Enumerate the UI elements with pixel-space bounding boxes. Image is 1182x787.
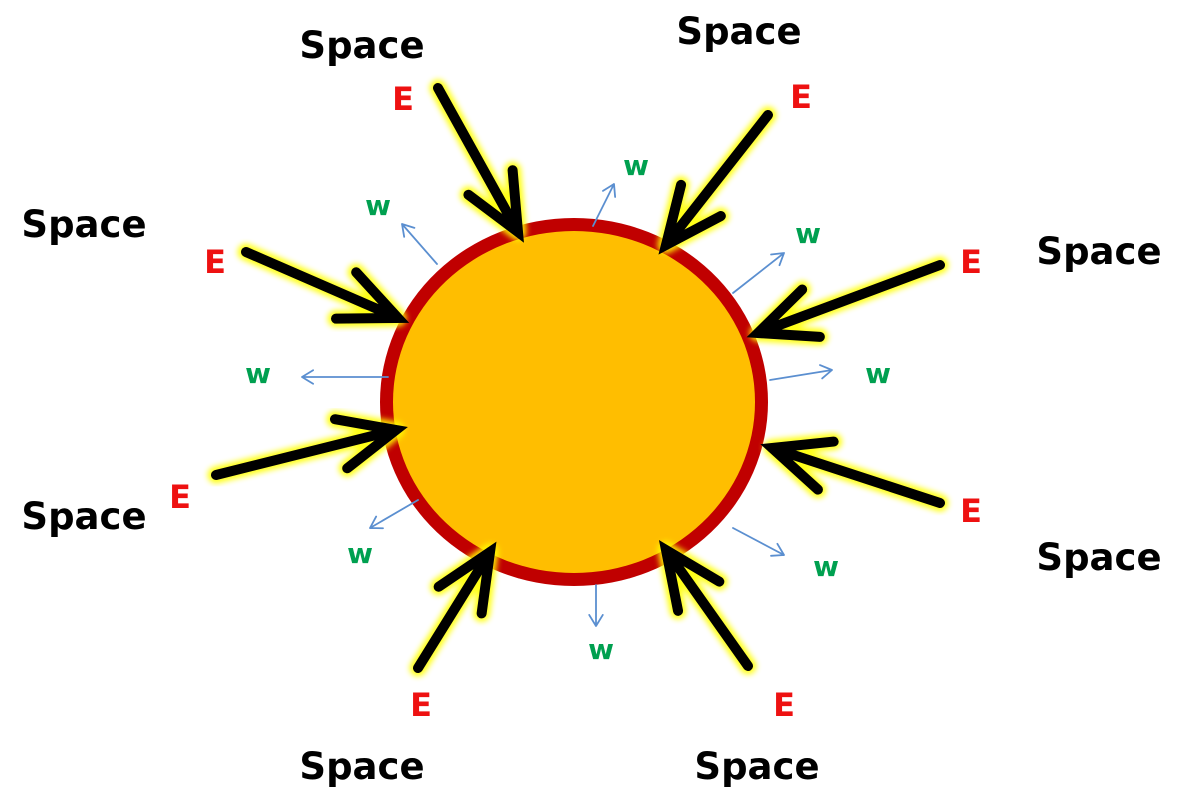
inward-arrow xyxy=(666,550,748,666)
outward-arrow xyxy=(302,370,388,384)
e-label: E xyxy=(960,492,982,530)
inward-arrow xyxy=(758,265,940,337)
arrow-shaft xyxy=(733,253,784,293)
e-label: E xyxy=(392,80,414,118)
arrow-shaft xyxy=(593,184,615,226)
arrow-shaft xyxy=(302,370,388,384)
w-label: w xyxy=(347,537,373,570)
outward-arrow xyxy=(733,528,784,556)
e-label: E xyxy=(169,478,191,516)
arrow-shaft xyxy=(402,224,437,264)
inward-arrow xyxy=(438,88,518,232)
space-label: Space xyxy=(694,745,819,787)
space-label: Space xyxy=(676,10,801,53)
inward-arrow xyxy=(216,419,396,475)
space-label: Space xyxy=(1036,230,1161,273)
w-label: w xyxy=(795,217,821,250)
w-label: w xyxy=(623,149,649,182)
arrow-shaft xyxy=(733,528,784,556)
outward-arrow xyxy=(402,224,437,264)
e-label: E xyxy=(960,243,982,281)
arrow-shaft xyxy=(370,500,418,528)
e-label: E xyxy=(410,686,432,724)
space-label: Space xyxy=(1036,536,1161,579)
w-label: w xyxy=(245,357,271,390)
space-label: Space xyxy=(299,24,424,67)
space-label: Space xyxy=(299,745,424,787)
inward-arrow xyxy=(246,252,398,319)
sphere xyxy=(380,218,768,586)
w-label: w xyxy=(813,550,839,583)
arrow-shaft xyxy=(758,265,940,337)
outward-arrow xyxy=(733,253,784,293)
arrow-shaft xyxy=(589,585,603,626)
w-label: w xyxy=(588,633,614,666)
e-label: E xyxy=(790,78,812,116)
outward-arrow xyxy=(770,365,832,380)
sphere-body xyxy=(393,231,755,573)
space-label: Space xyxy=(21,495,146,538)
e-label: E xyxy=(204,243,226,281)
inward-arrow xyxy=(418,552,490,668)
outward-arrow xyxy=(593,184,615,226)
outward-arrow xyxy=(370,500,418,528)
space-label: Space xyxy=(21,203,146,246)
arrow-shaft xyxy=(770,365,832,380)
inward-arrow xyxy=(666,115,768,245)
w-label: w xyxy=(865,357,891,390)
outward-arrow xyxy=(589,585,603,626)
e-label: E xyxy=(773,686,795,724)
inward-arrow xyxy=(772,442,940,503)
w-label: w xyxy=(365,189,391,222)
